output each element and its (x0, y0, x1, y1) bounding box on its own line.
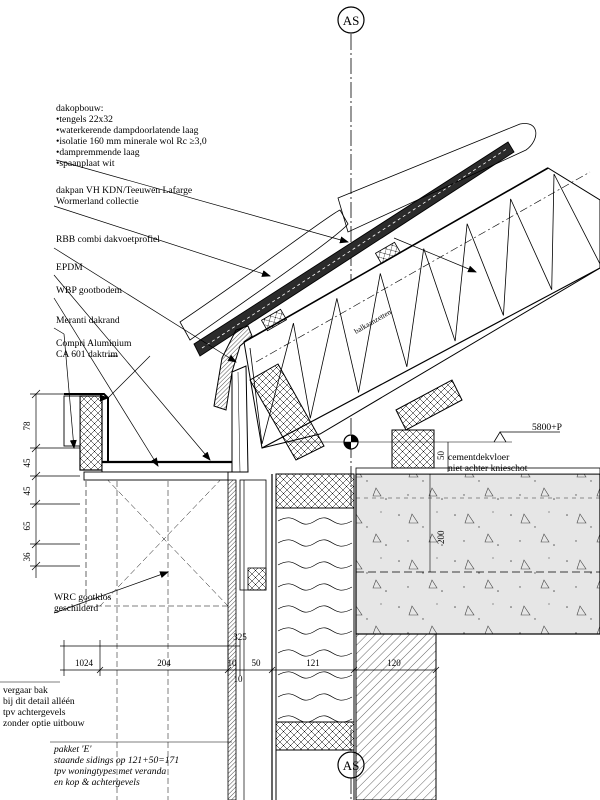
label-epdm: EPDM (56, 262, 83, 273)
dim-204: 204 (157, 658, 171, 668)
roof-tiles (193, 141, 515, 357)
dim-121: 121 (306, 658, 320, 668)
note-left-line: vergaar bak (3, 685, 48, 696)
dim-10: 10 (228, 658, 238, 668)
vertical-dimension-chain (30, 389, 80, 578)
axis-marker-top: AS (337, 6, 365, 34)
label-daktrim-line1: Compri Aluminium (56, 338, 132, 349)
wall-insulation (275, 507, 355, 723)
axis-marker-top-label: AS (343, 13, 360, 28)
roof-build-up-item: •spaanplaat wit (56, 158, 115, 169)
label-gutter-base: WBP gootbodem (56, 285, 123, 296)
dim-200: 200 (436, 530, 446, 544)
gutter-edge-meranti (63, 395, 103, 471)
gutter-box-outline (85, 471, 229, 800)
dim-78: 78 (22, 421, 32, 431)
masonry-inner-leaf (355, 633, 437, 800)
label-eaves-profile: RBB combi dakvoetprofiel (56, 234, 160, 245)
roof-build-up-item: •waterkerende dampdoorlatende laag (56, 125, 199, 136)
eaves-profile-rbb (213, 325, 253, 411)
dim-36: 36 (22, 552, 32, 562)
roof-build-up-title: dakopbouw: (56, 103, 103, 114)
dim-50-horizontal: 50 (252, 658, 262, 668)
roof-build-up-item: •isolatie 160 mm minerale wol Rc ≥3,0 (56, 136, 207, 147)
dim-50: 50 (436, 451, 446, 461)
note-left-line: zonder optie uitbouw (3, 718, 85, 729)
leader-lines (53, 159, 477, 614)
right-dimensions: 50 200 (429, 432, 446, 572)
label-meranti: Meranti dakrand (56, 315, 120, 326)
note-bottom-line: en kop & achtergevels (54, 777, 140, 788)
wall-top-plate (275, 473, 355, 509)
dim-120: 120 (387, 658, 401, 668)
level-mark: 5800+P (493, 422, 562, 443)
note-bottom-line: pakket 'E' (53, 744, 92, 755)
knee-wall-block (391, 379, 463, 469)
note-bottom-line: staande sidings op 121+50=171 (54, 755, 179, 766)
wall-sheathing (271, 474, 355, 800)
datum-symbol (286, 434, 512, 450)
label-roof-tile-collection: Wormerland collectie (56, 196, 139, 207)
roof-build-up-list: dakopbouw: •tengels 22x32 •waterkerende … (56, 103, 207, 169)
horizontal-dimension-chain (60, 640, 440, 676)
dim-65: 65 (22, 521, 32, 531)
label-floor-line2: niet achter knieschot (448, 463, 528, 474)
siding-battens (227, 479, 267, 800)
gutter-bottom-wbp (101, 460, 233, 473)
note-left: vergaar bak bij dit detail alléén tpv ac… (0, 681, 85, 729)
label-daktrim-line2: CA 601 daktrim (56, 349, 118, 360)
label-gutter-block-line2: geschilderd (54, 603, 98, 614)
gutter-fascia-block (83, 471, 229, 481)
tile-outline (179, 123, 537, 341)
dim-45b: 45 (22, 486, 32, 496)
axis-marker-bottom-label: AS (343, 758, 360, 773)
gutter-daktrim (64, 393, 109, 470)
roof-battens (260, 241, 402, 332)
concrete-floor-slab (355, 473, 600, 635)
roof-build-up-item: •dampremmende laag (56, 147, 140, 158)
dim-45a: 45 (22, 458, 32, 468)
dim-1024: 1024 (75, 658, 94, 668)
cement-screed (355, 467, 600, 475)
vertical-dimension-labels: 78 45 45 65 36 (22, 421, 32, 562)
roof-build-up-item: •tengels 22x32 (56, 114, 113, 125)
label-gutter-block-line1: WRC gootklos (54, 592, 112, 603)
note-left-line: bij dit detail alléén (3, 696, 75, 707)
level-label: 5800+P (532, 422, 562, 433)
label-roof-tile: dakpan VH KDN/Teeuwen Lafarge (56, 185, 192, 196)
dim-325: 325 (233, 632, 247, 642)
note-bottom-line: tpv woningtypes met veranda (54, 766, 166, 777)
note-bottom: pakket 'E' staande sidings op 121+50=171… (50, 741, 232, 788)
horizontal-dimension-labels: 325 1024 204 10 50 121 120 10 (75, 632, 401, 684)
wall-bottom-plate (275, 721, 355, 751)
eave-stud (231, 365, 249, 473)
label-floor-line1: cementdekvloer (448, 452, 510, 463)
note-left-line: tpv achtergevels (3, 707, 66, 718)
dim-10-below: 10 (234, 674, 244, 684)
roof-foot-beam (249, 363, 325, 461)
